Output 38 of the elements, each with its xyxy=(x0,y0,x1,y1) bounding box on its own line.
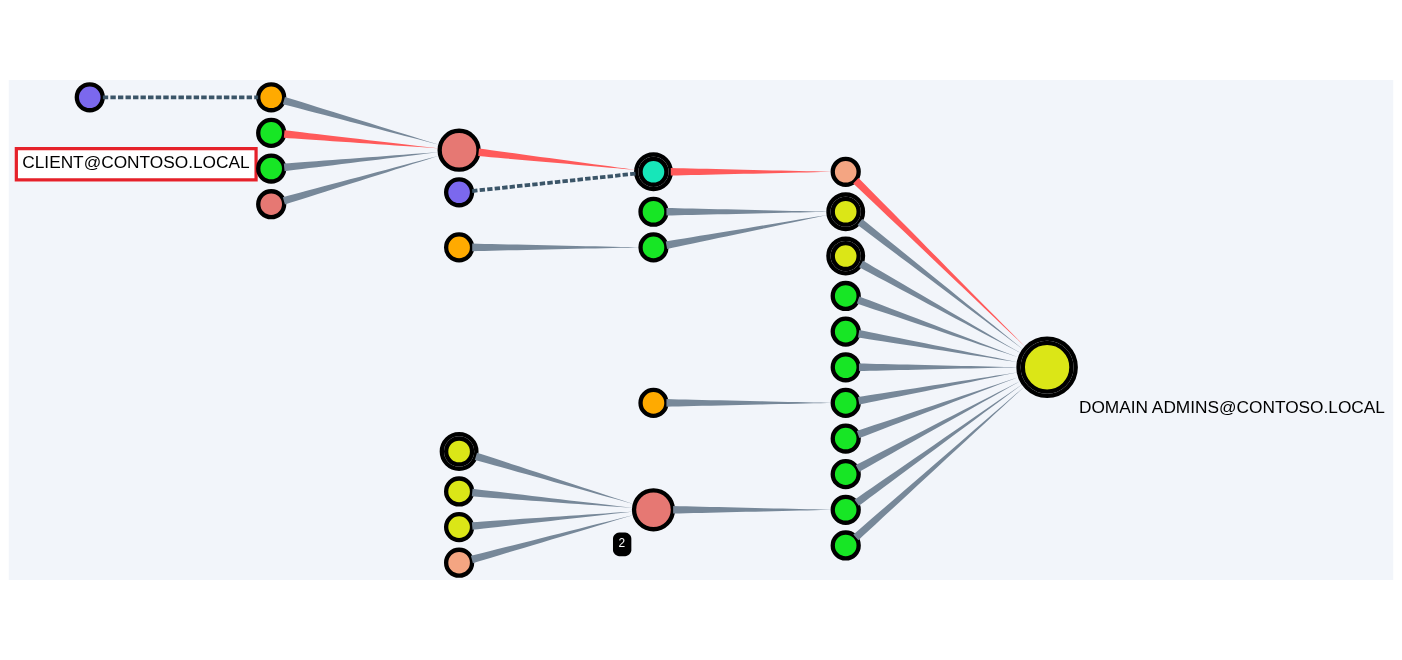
connector xyxy=(470,514,635,564)
connector xyxy=(859,260,1022,354)
node-circle xyxy=(638,387,669,418)
node-circle xyxy=(830,156,861,187)
node-circle xyxy=(256,153,287,184)
connector xyxy=(474,452,635,505)
node-circle xyxy=(443,547,475,578)
node-circle xyxy=(638,196,669,227)
node-circle xyxy=(830,316,861,347)
node-circle xyxy=(826,236,866,276)
node-circle xyxy=(443,177,475,208)
node-circle xyxy=(830,494,861,525)
connector xyxy=(856,376,1020,439)
node-circle xyxy=(256,82,287,113)
node-circle xyxy=(1016,336,1078,399)
node-circle xyxy=(826,192,866,232)
node-circle xyxy=(830,387,861,418)
node-circle xyxy=(74,82,105,113)
node-circle xyxy=(443,476,475,507)
node-circle xyxy=(443,511,475,543)
node-label: DOMAIN ADMINS@CONTOSO.LOCAL xyxy=(1078,396,1385,417)
node-circle xyxy=(439,432,479,471)
connector xyxy=(102,95,259,100)
connector xyxy=(854,383,1024,506)
node-circle xyxy=(830,530,861,561)
node-circle xyxy=(437,128,481,172)
node-circle xyxy=(634,152,673,192)
node-circle xyxy=(256,189,287,220)
node-circle xyxy=(830,423,861,454)
connector xyxy=(853,385,1026,541)
node-circle xyxy=(830,352,861,383)
node-circle xyxy=(830,280,861,312)
node-circle xyxy=(443,232,475,263)
connector xyxy=(472,171,637,193)
connector xyxy=(855,380,1022,472)
connector xyxy=(858,372,1019,405)
node-circle xyxy=(638,232,669,263)
node-circle xyxy=(830,459,861,490)
